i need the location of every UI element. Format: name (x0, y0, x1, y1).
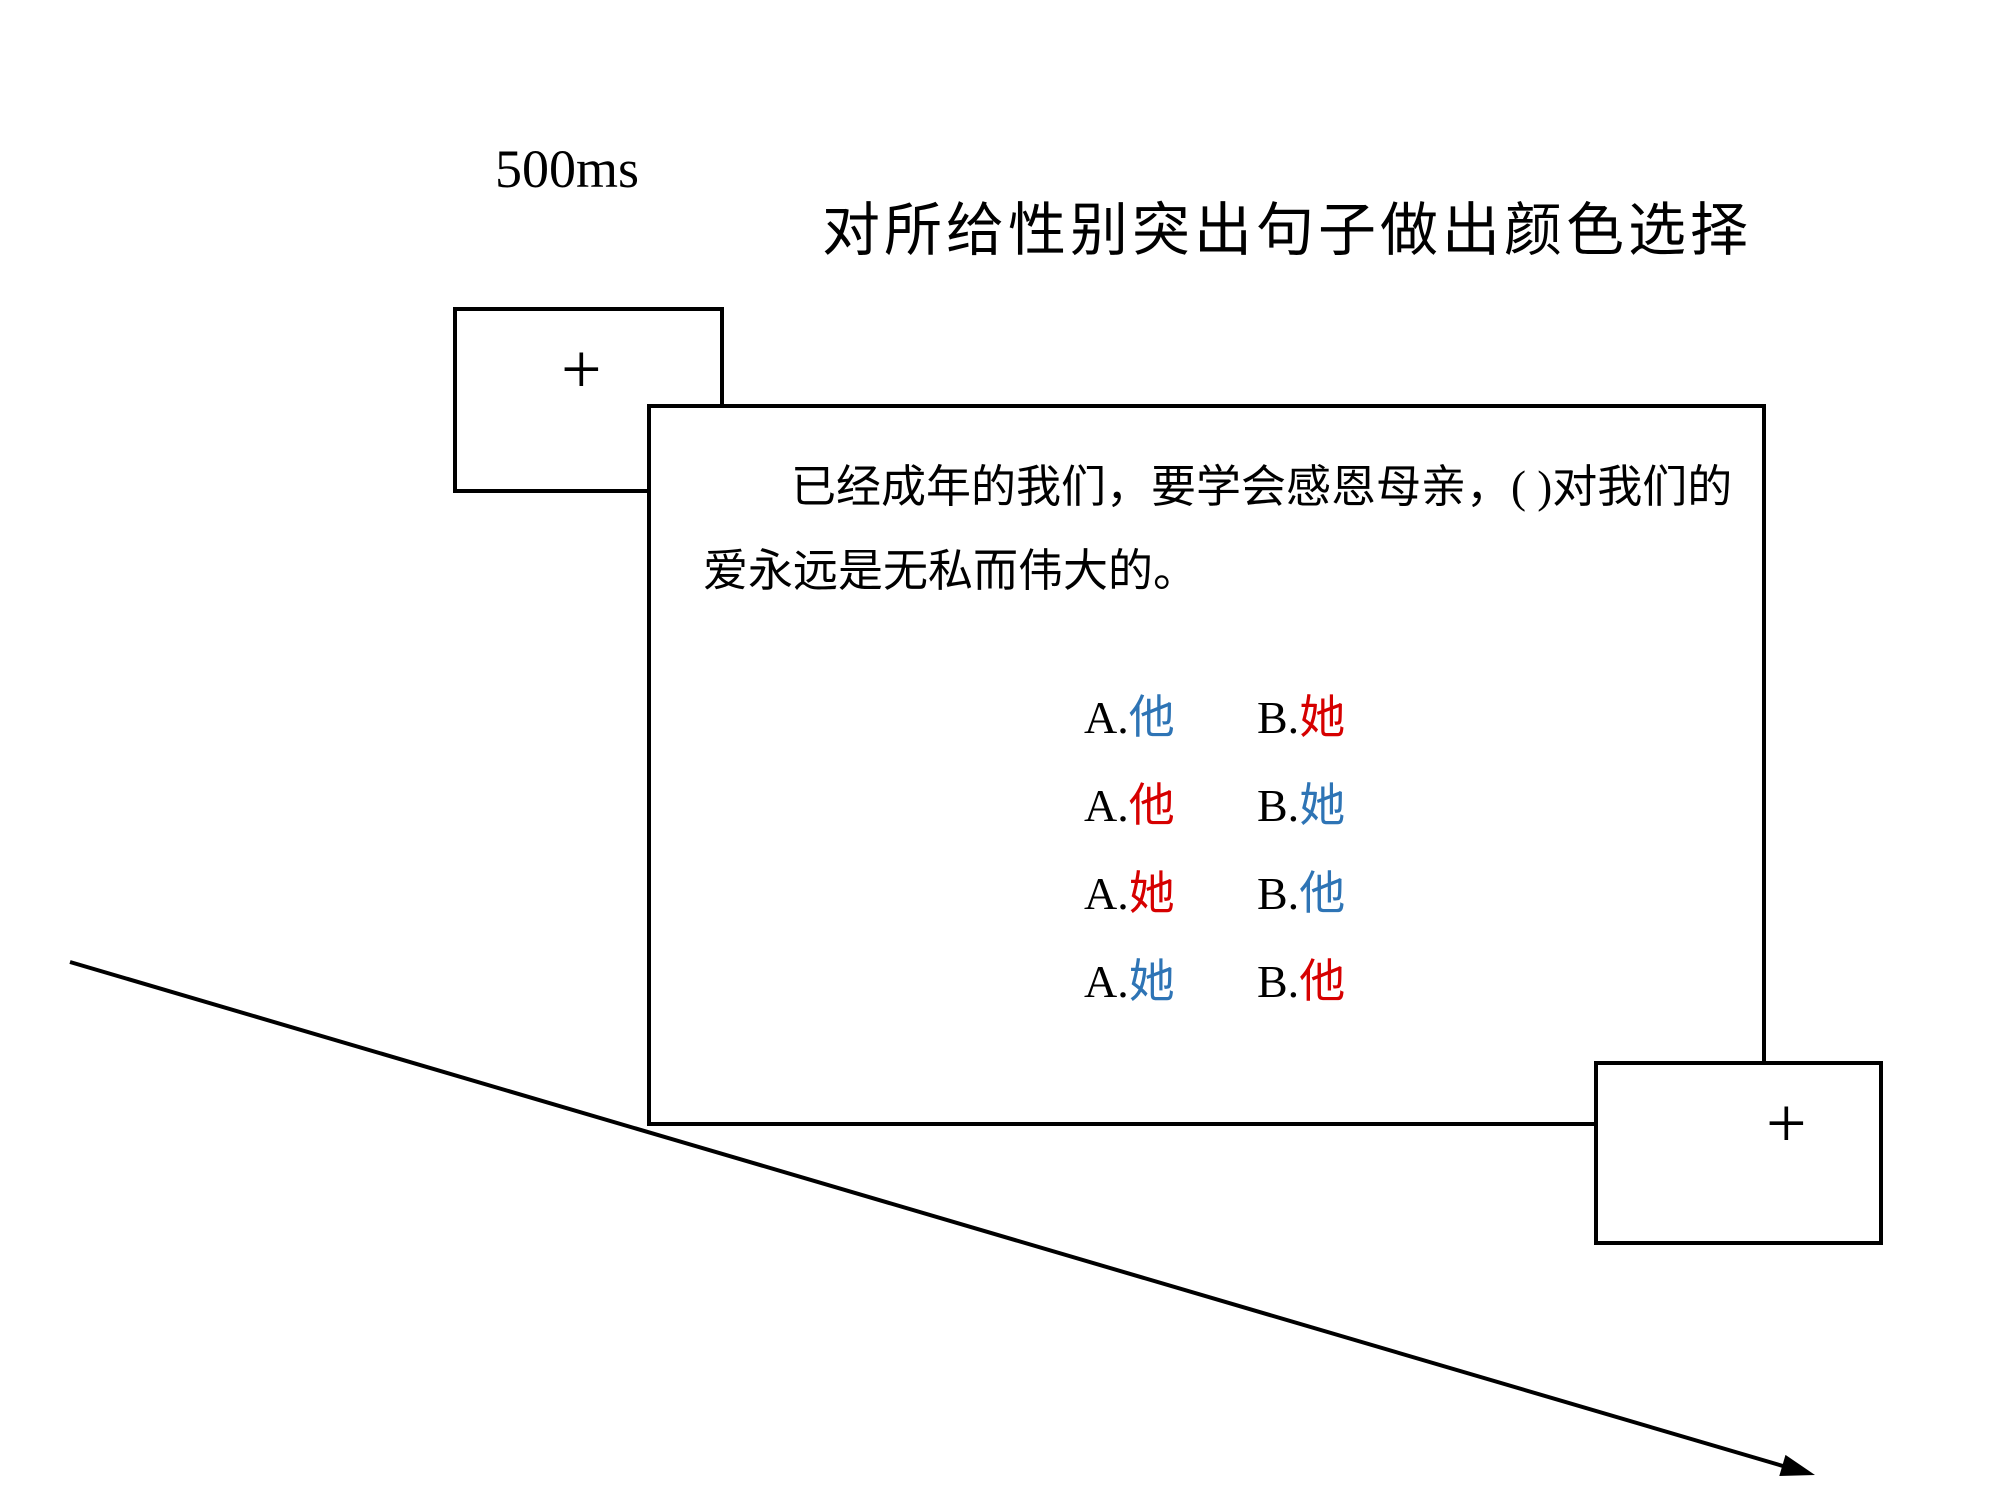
option-a: A.他 (1084, 692, 1175, 743)
option-b: B.他 (1257, 952, 1345, 1012)
option-a-choice: 他 (1128, 780, 1175, 831)
option-a: A.他 (1084, 780, 1175, 831)
option-b-label: B. (1257, 780, 1300, 831)
option-a-label: A. (1084, 692, 1129, 743)
fixation-cross-icon: + (561, 329, 602, 409)
option-row-3: A.她 B.他 (1084, 864, 1345, 924)
option-b-choice: 他 (1299, 868, 1346, 919)
option-row-4: A.她 B.他 (1084, 952, 1345, 1012)
fixation-cross-icon: + (1766, 1083, 1807, 1163)
stimulus-sentence-line-1: 已经成年的我们，要学会感恩母亲，( )对我们的 (791, 462, 1733, 512)
stimulus-sentence-line-2: 爱永远是无私而伟大的。 (703, 546, 1199, 596)
timeline-arrow-head (1779, 1454, 1815, 1476)
option-b-choice: 她 (1299, 692, 1346, 743)
option-row-2: A.他 B.她 (1084, 776, 1345, 836)
option-a-label: A. (1084, 956, 1129, 1007)
duration-label: 500ms (495, 139, 640, 199)
option-a-choice: 他 (1128, 692, 1175, 743)
option-row-1: A.他 B.她 (1084, 688, 1345, 748)
option-a: A.她 (1084, 956, 1175, 1007)
option-a-choice: 她 (1128, 868, 1175, 919)
timeline-arrow-shaft (69, 960, 1801, 1473)
option-b: B.她 (1257, 776, 1345, 836)
task-title: 对所给性别突出句子做出颜色选择 (822, 198, 1753, 263)
option-b-label: B. (1257, 956, 1300, 1007)
option-b-choice: 他 (1299, 956, 1346, 1007)
option-b-label: B. (1257, 692, 1300, 743)
option-a-label: A. (1084, 868, 1129, 919)
option-b-choice: 她 (1299, 780, 1346, 831)
option-a-label: A. (1084, 780, 1129, 831)
option-a-choice: 她 (1128, 956, 1175, 1007)
option-b-label: B. (1257, 868, 1300, 919)
stimulus-screen: 已经成年的我们，要学会感恩母亲，( )对我们的 爱永远是无私而伟大的。 A.他 … (647, 404, 1766, 1126)
option-a: A.她 (1084, 868, 1175, 919)
option-b: B.他 (1257, 864, 1345, 924)
option-b: B.她 (1257, 688, 1345, 748)
fixation-screen-2: + (1594, 1061, 1883, 1245)
